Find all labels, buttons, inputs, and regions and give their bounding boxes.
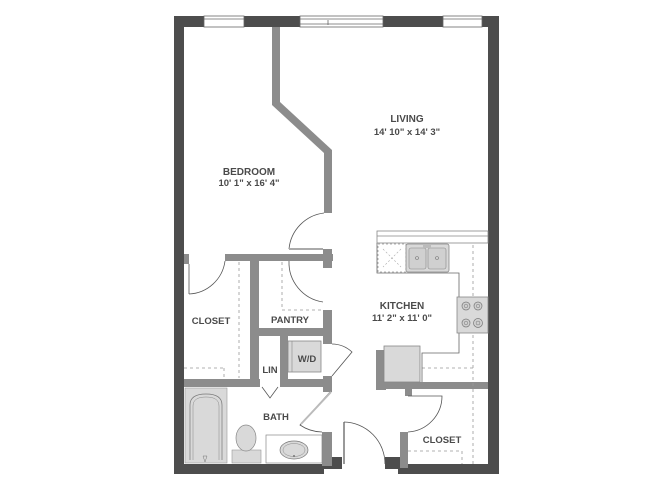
pantry-door-swing	[288, 260, 324, 303]
entry-closet-door-swing	[407, 395, 443, 433]
doors	[188, 212, 443, 465]
living-label: LIVING	[390, 114, 424, 125]
washer-dryer	[287, 340, 322, 373]
kitchen-dimensions: 11' 2" x 11' 0"	[372, 313, 432, 324]
windows	[203, 15, 483, 28]
bath-door-swing	[299, 391, 331, 433]
kitchen-label: KITCHEN	[380, 301, 424, 312]
bedroom-door-swing	[288, 212, 325, 250]
wd-door-swing	[331, 343, 353, 377]
window-living-right	[442, 15, 483, 28]
kitchen-sink	[405, 243, 450, 273]
bathtub	[184, 387, 228, 464]
room-bedroom: BEDROOM 10' 1" x 16' 4"	[218, 167, 279, 189]
closet-bedroom-label: CLOSET	[192, 316, 231, 327]
wd-label: W/D	[298, 354, 317, 365]
bath-label: BATH	[263, 412, 289, 423]
linen-door-swing	[261, 386, 279, 399]
kitchen-counter	[376, 230, 489, 383]
refrigerator	[383, 345, 421, 383]
room-kitchen: KITCHEN 11' 2" x 11' 0"	[372, 301, 432, 324]
shelf-lines	[184, 245, 474, 464]
bedroom-dimensions: 10' 1" x 16' 4"	[218, 178, 279, 189]
pantry-label: PANTRY	[271, 315, 310, 326]
window-bedroom	[203, 15, 245, 28]
closet-door-swing	[188, 260, 226, 295]
closet-entry-label: CLOSET	[423, 435, 462, 446]
toilet	[231, 424, 262, 464]
bedroom-label: BEDROOM	[223, 167, 275, 178]
window-living-sliding	[299, 15, 384, 28]
room-living: LIVING 14' 10" x 14' 3"	[374, 114, 440, 138]
bedroom-living-wall	[272, 27, 332, 213]
linen-label: LIN	[262, 365, 277, 376]
bath-vanity	[265, 434, 323, 464]
entry-door-swing	[343, 421, 386, 465]
interior-walls	[184, 27, 488, 468]
living-dimensions: 14' 10" x 14' 3"	[374, 127, 440, 138]
stove	[456, 296, 489, 334]
